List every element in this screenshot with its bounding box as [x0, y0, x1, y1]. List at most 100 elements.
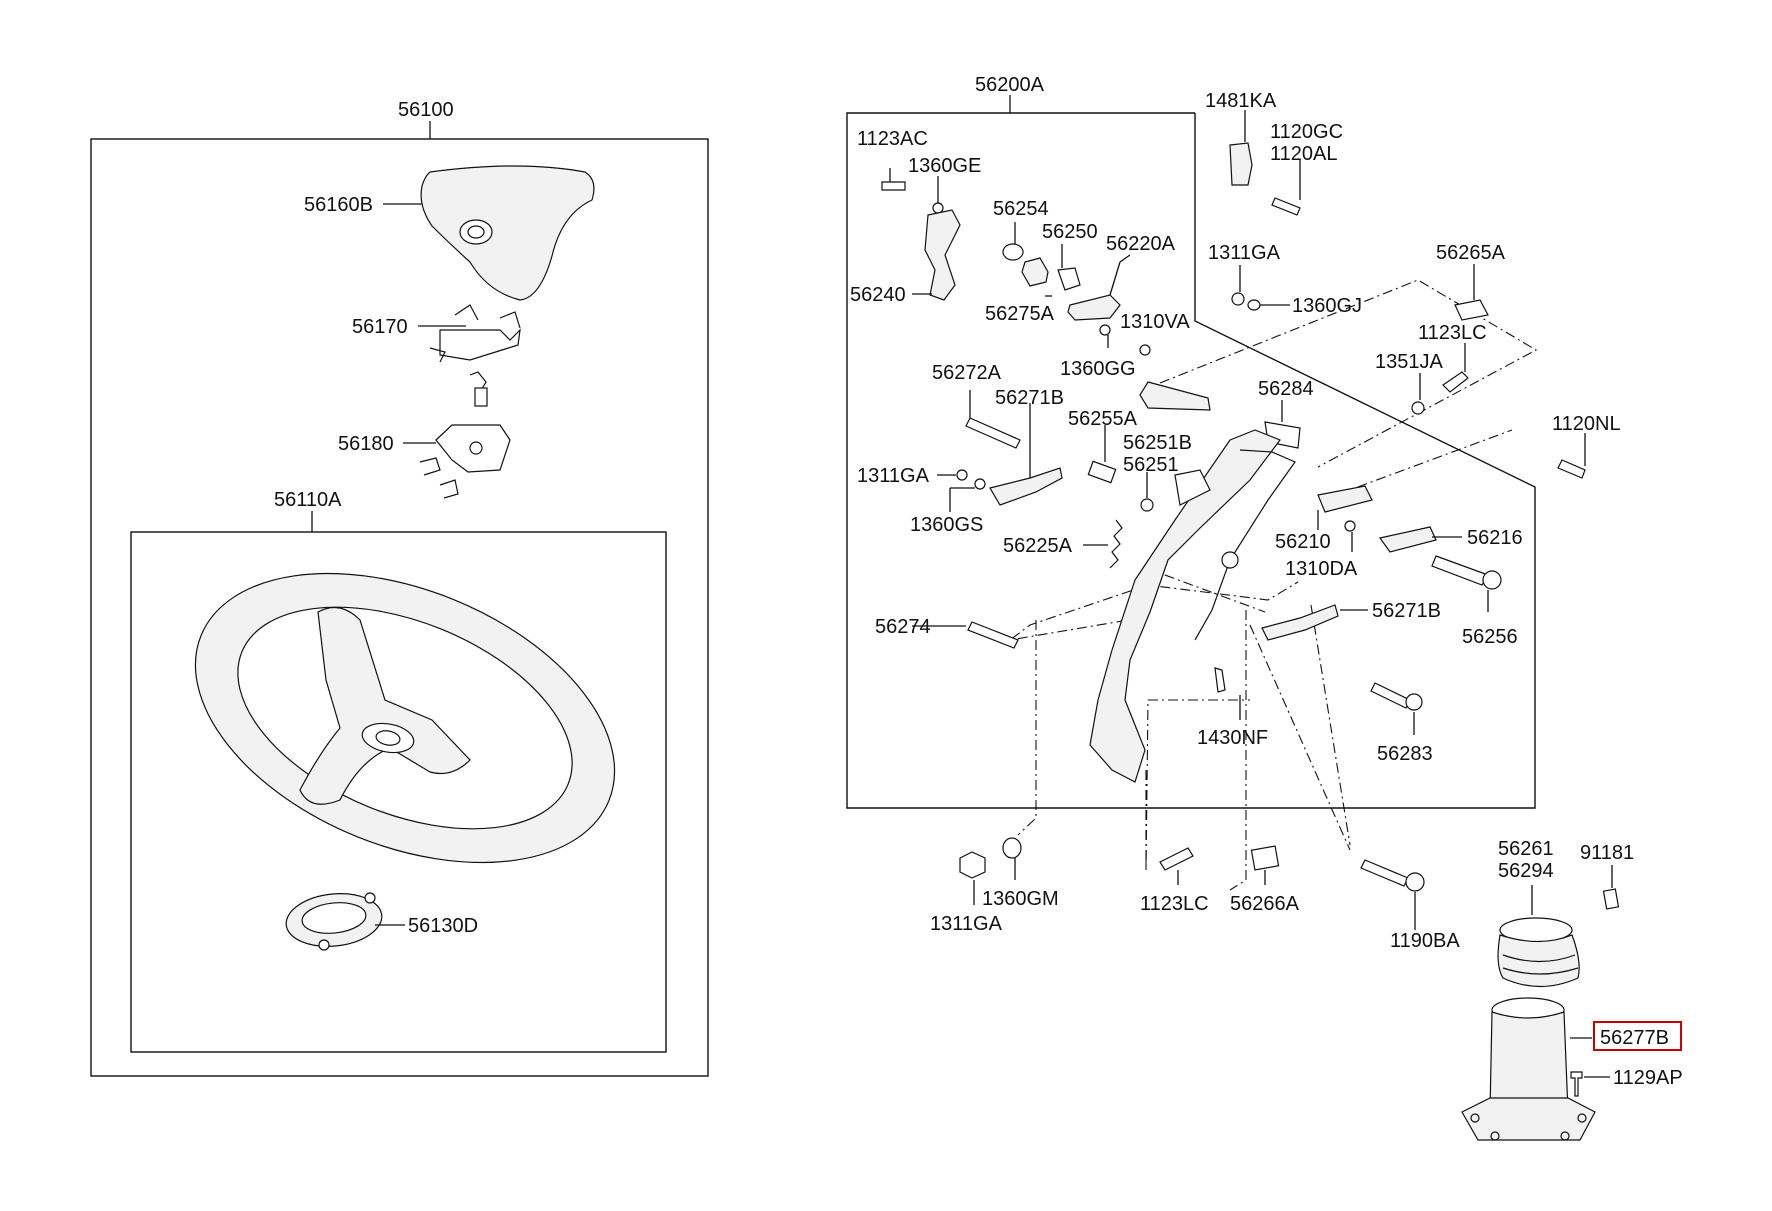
column-bracket-part [1089, 429, 1281, 783]
label-56254[interactable]: 56254 [993, 198, 1049, 220]
pin-91181-part [1602, 888, 1620, 910]
label-56130D[interactable]: 56130D [408, 915, 478, 937]
label-1360GE[interactable]: 1360GE [908, 155, 981, 177]
label-1120GC[interactable]: 1120GC [1270, 121, 1343, 143]
label-56250[interactable]: 56250 [1042, 221, 1098, 243]
cam-56220A-part [1067, 294, 1121, 321]
bushing-56265A-part [1454, 299, 1489, 321]
label-56274[interactable]: 56274 [875, 616, 931, 638]
bracket-56170-part [429, 304, 521, 393]
horn-pad-part [420, 165, 595, 301]
label-1310DA[interactable]: 1310DA [1285, 558, 1358, 580]
clip-1430NF-part [1214, 667, 1226, 693]
label-56272A[interactable]: 56272A [932, 362, 1002, 384]
assembly-box-56100 [90, 138, 709, 1077]
label-1360GJ[interactable]: 1360GJ [1292, 295, 1362, 317]
label-56266A[interactable]: 56266A [1230, 893, 1300, 915]
label-56277B[interactable]: 56277B [1600, 1027, 1669, 1049]
nut-1310DA-part [1344, 520, 1356, 532]
bolt-1123AC-part [881, 181, 906, 191]
washer-56254-part [1002, 243, 1024, 261]
bolt-1190BA-part [1360, 859, 1409, 887]
assembly-box-56110A [130, 531, 667, 1053]
label-56255A[interactable]: 56255A [1068, 408, 1138, 430]
lever-56240-part [924, 209, 961, 301]
label-1360GS[interactable]: 1360GS [910, 514, 983, 536]
label-1310VA[interactable]: 1310VA [1120, 311, 1190, 333]
label-1123LC-top[interactable]: 1123LC [1418, 322, 1487, 344]
label-56180[interactable]: 56180 [338, 433, 394, 455]
bushing-56255A-part [1087, 460, 1117, 484]
bushing-56266A-part [1250, 845, 1280, 871]
bracket-56271B-right-part [1261, 604, 1339, 641]
nut-1311GA-bot-part [959, 851, 986, 879]
label-56261[interactable]: 56261 [1498, 838, 1554, 860]
plate-56216-part [1378, 526, 1437, 553]
label-56160B[interactable]: 56160B [304, 194, 373, 216]
nut-1310VA-part [1139, 344, 1151, 356]
label-56170[interactable]: 56170 [352, 316, 408, 338]
label-56256[interactable]: 56256 [1462, 626, 1518, 648]
label-1123LC-bot[interactable]: 1123LC [1140, 893, 1209, 915]
label-56294[interactable]: 56294 [1498, 860, 1554, 882]
steering-column-assembly-group: 56200A 1123AC 1360GE 56240 56254 56275A … [846, 74, 1683, 1141]
label-1123AC[interactable]: 1123AC [857, 128, 928, 150]
washer-56251-part [1140, 498, 1154, 512]
label-56210[interactable]: 56210 [1275, 531, 1331, 553]
label-56275A[interactable]: 56275A [985, 303, 1055, 325]
plate-56250-part [1057, 267, 1081, 291]
nut-1360GE-part [932, 202, 944, 214]
label-56251B[interactable]: 56251B [1123, 432, 1192, 454]
clip-1481KA-part [1229, 142, 1253, 186]
label-1120NL[interactable]: 1120NL [1552, 413, 1621, 435]
label-91181[interactable]: 91181 [1580, 842, 1634, 864]
column-cover-56277B-part [1461, 997, 1596, 1141]
highlight-box-56277B [1593, 1021, 1682, 1051]
steering-wheel-part [194, 572, 616, 864]
washer-1351JA-part [1411, 401, 1425, 415]
label-1311GA-mid[interactable]: 1311GA [857, 465, 930, 487]
label-56251[interactable]: 56251 [1123, 454, 1179, 476]
label-56200A[interactable]: 56200A [975, 74, 1045, 96]
label-56284[interactable]: 56284 [1258, 378, 1314, 400]
label-56265A[interactable]: 56265A [1436, 242, 1506, 264]
boot-56261-part [1497, 917, 1580, 987]
label-56271B-left[interactable]: 56271B [995, 387, 1064, 409]
bolt-1120GC-part [1271, 197, 1301, 216]
spring-56225A-part [1109, 519, 1123, 569]
nut-1311GA-top-part [1231, 292, 1245, 306]
bracket-56180-part [419, 424, 511, 499]
label-56283[interactable]: 56283 [1377, 743, 1433, 765]
bolt-56283-part [1370, 682, 1411, 709]
plate-56210-part [1317, 485, 1373, 513]
bolt-1123LC-top-part [1442, 371, 1469, 393]
label-1190BA[interactable]: 1190BA [1390, 930, 1460, 952]
label-56271B-right[interactable]: 56271B [1372, 600, 1441, 622]
assembly-box-56200A [846, 112, 1536, 809]
label-1360GM[interactable]: 1360GM [982, 888, 1059, 910]
label-56110A[interactable]: 56110A [274, 489, 342, 511]
pin-56256-part [1431, 555, 1489, 586]
washer-1360GS-part [974, 478, 986, 490]
spring-56275A-part [1021, 257, 1049, 287]
label-56216[interactable]: 56216 [1467, 527, 1523, 549]
label-1360GG[interactable]: 1360GG [1060, 358, 1136, 380]
label-1430NF[interactable]: 1430NF [1197, 727, 1268, 749]
label-1311GA-bot[interactable]: 1311GA [930, 913, 1003, 935]
nut-1360GG-part [1099, 324, 1111, 336]
label-1129AP[interactable]: 1129AP [1613, 1067, 1683, 1089]
washer-1360GJ-part [1247, 299, 1261, 311]
label-56225A[interactable]: 56225A [1003, 535, 1073, 557]
label-1311GA-top[interactable]: 1311GA [1208, 242, 1281, 264]
bolt-1123LC-bot-part [1159, 847, 1194, 871]
steering-wheel-assembly-group: 56100 56160B 56170 56180 56110A [90, 99, 709, 1077]
label-1120AL[interactable]: 1120AL [1270, 143, 1337, 165]
label-56220A[interactable]: 56220A [1106, 233, 1176, 255]
label-56100[interactable]: 56100 [398, 99, 454, 121]
bolt-1120NL-part [1557, 459, 1586, 479]
lever-plate-part [1139, 381, 1211, 411]
label-1351JA[interactable]: 1351JA [1375, 351, 1443, 373]
label-56240[interactable]: 56240 [850, 284, 906, 306]
label-1481KA[interactable]: 1481KA [1205, 90, 1277, 112]
